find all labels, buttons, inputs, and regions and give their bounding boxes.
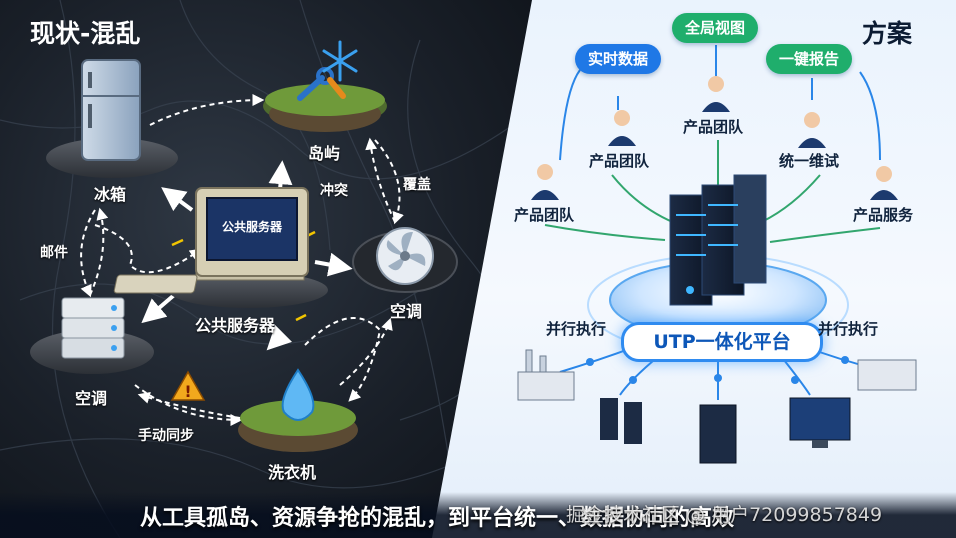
server-rack-icon bbox=[669, 174, 767, 306]
parallel-label-right: 并行执行 bbox=[818, 320, 879, 338]
washer-label: 洗衣机 bbox=[268, 463, 317, 482]
chaos-diagram: ! bbox=[30, 40, 458, 452]
edge-label-overlay: 覆盖 bbox=[403, 177, 431, 193]
parallel-label-left: 并行执行 bbox=[546, 320, 607, 338]
monitor-icon bbox=[789, 397, 851, 448]
footer-caption: 从工具孤岛、资源争抢的混乱，到平台统一、数据协同的高效 bbox=[140, 506, 735, 531]
ac-right-label: 空调 bbox=[390, 302, 423, 321]
footer-band bbox=[0, 492, 956, 538]
ac-left-node bbox=[30, 297, 154, 374]
pill-realtime-data: 实时数据 bbox=[575, 44, 662, 74]
watermark: 掘金技术社区 @ 用户72099857849 bbox=[566, 504, 883, 526]
server-screen-label: 公共服务器 bbox=[221, 220, 282, 234]
person-label-5: 产品服务 bbox=[853, 206, 914, 224]
water-drop-icon bbox=[281, 368, 315, 421]
svg-text:!: ! bbox=[184, 382, 191, 401]
network-switch-icon bbox=[857, 359, 917, 391]
desktop-tower-icon bbox=[699, 404, 737, 464]
warning-icon: ! bbox=[170, 370, 206, 401]
edge-label-manual-sync: 手动同步 bbox=[138, 428, 194, 444]
ac-left-label: 空调 bbox=[75, 389, 108, 408]
fan-icon bbox=[386, 232, 426, 271]
person-icon bbox=[531, 164, 559, 200]
ac-right-node bbox=[352, 227, 458, 293]
factory-icon bbox=[517, 349, 575, 401]
edge-label-conflict: 冲突 bbox=[320, 183, 348, 199]
edge-label-mail: 邮件 bbox=[40, 245, 68, 261]
dashed-connectors bbox=[80, 94, 404, 426]
right-panel-title: 方案 bbox=[862, 19, 913, 48]
pill-connectors bbox=[559, 45, 881, 161]
pill-one-click-report: 一键报告 bbox=[766, 44, 853, 74]
person-icons bbox=[531, 76, 898, 200]
pill-global-view: 全局视图 bbox=[672, 13, 759, 43]
fridge-node bbox=[46, 59, 178, 178]
person-icon bbox=[608, 110, 636, 146]
server-label: 公共服务器 bbox=[195, 316, 276, 335]
island-node bbox=[263, 40, 387, 132]
utp-platform-pill: UTP一体化平台 bbox=[621, 322, 823, 362]
person-label-2: 产品团队 bbox=[589, 152, 650, 170]
fridge-label: 冰箱 bbox=[94, 185, 127, 204]
person-icon bbox=[798, 112, 826, 148]
tower-pair-icon bbox=[600, 398, 642, 444]
person-label-1: 产品团队 bbox=[514, 206, 575, 224]
island-label: 岛屿 bbox=[308, 144, 341, 163]
snowflake-icon bbox=[322, 40, 358, 82]
public-server-node bbox=[113, 187, 328, 308]
person-label-4: 统一维试 bbox=[779, 152, 840, 170]
washer-node bbox=[238, 368, 358, 452]
person-icon bbox=[870, 166, 898, 200]
person-icon bbox=[702, 76, 730, 112]
left-panel-title: 现状-混乱 bbox=[30, 19, 141, 48]
person-label-3: 产品团队 bbox=[683, 118, 744, 136]
